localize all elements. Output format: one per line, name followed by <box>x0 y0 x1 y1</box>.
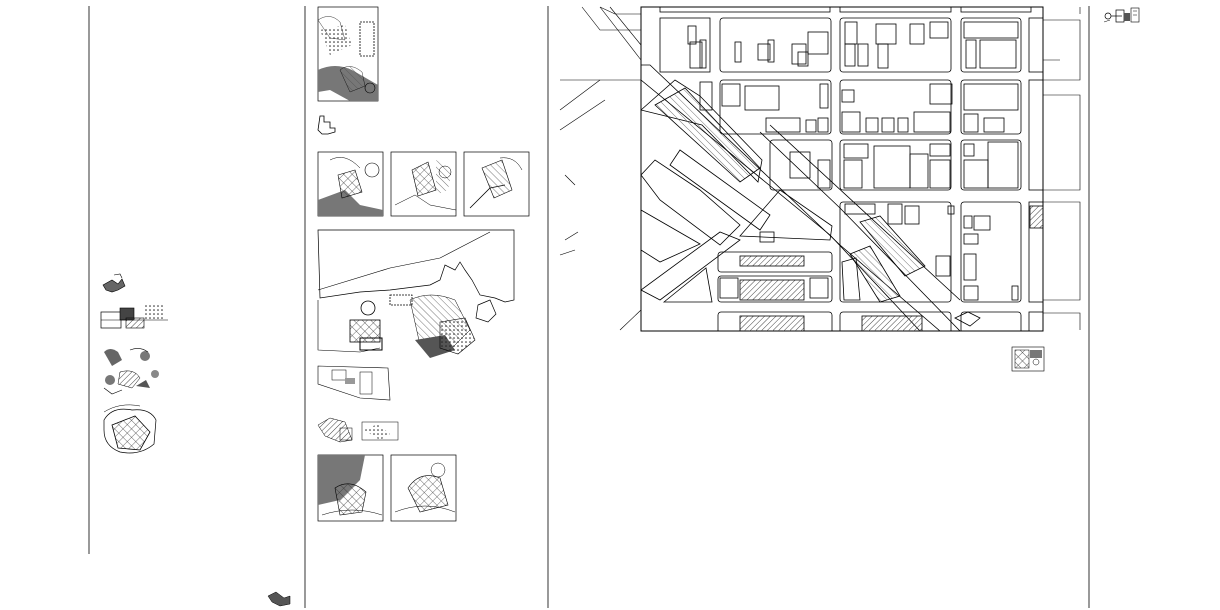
plan-frame <box>640 6 1044 332</box>
block-r4-c3[interactable] <box>839 201 952 303</box>
block-diagonal-2[interactable] <box>641 159 741 246</box>
plan-small-strip[interactable] <box>317 365 391 401</box>
block-r2-c1[interactable] <box>719 79 832 135</box>
thumbnail-corner-mark[interactable] <box>267 591 291 607</box>
small-glyph-building[interactable] <box>317 115 336 135</box>
key-symbol[interactable] <box>1103 7 1140 23</box>
block-r1-c1[interactable] <box>659 17 711 73</box>
plan-panel-3[interactable] <box>463 151 530 217</box>
block-r3-c3[interactable] <box>960 139 1022 191</box>
block-r4-c1[interactable] <box>717 251 833 273</box>
plan-tall-top[interactable] <box>317 6 379 102</box>
plan-bottom-2[interactable] <box>390 454 457 522</box>
thumbnail-site-block[interactable] <box>100 303 168 329</box>
block-r2-c2[interactable] <box>839 79 952 135</box>
title-block-thumbnail[interactable] <box>1011 346 1045 372</box>
plan-panel-2[interactable] <box>390 151 457 217</box>
block-r1-c2[interactable] <box>719 17 832 73</box>
right-column-symbols <box>1103 7 1140 23</box>
block-r1-c4[interactable] <box>960 17 1022 73</box>
plan-panel-1[interactable] <box>317 151 384 217</box>
block-r2-c3[interactable] <box>960 79 1022 135</box>
left-column-thumbnails <box>100 273 291 607</box>
block-r4-c4[interactable] <box>960 201 1022 303</box>
plan-small-b[interactable] <box>361 421 399 441</box>
column-dividers <box>88 6 1090 608</box>
thumbnail-scattered-plan[interactable] <box>103 348 159 395</box>
block-r4-c2[interactable] <box>717 275 833 303</box>
center-street-grid-plan[interactable] <box>559 5 1081 372</box>
block-r3-c2[interactable] <box>839 139 952 191</box>
block-r1-c3[interactable] <box>839 17 952 73</box>
plan-large-masterplan[interactable] <box>317 229 515 358</box>
street-extensions <box>559 6 1081 331</box>
middle-column-site-plans <box>317 6 530 522</box>
thumbnail-grid-plan[interactable] <box>103 404 157 454</box>
plan-small-a[interactable] <box>317 417 353 443</box>
thumbnail-small-building[interactable] <box>102 273 126 293</box>
block-r3-c1[interactable] <box>769 139 833 191</box>
plan-bottom-1[interactable] <box>317 454 384 522</box>
